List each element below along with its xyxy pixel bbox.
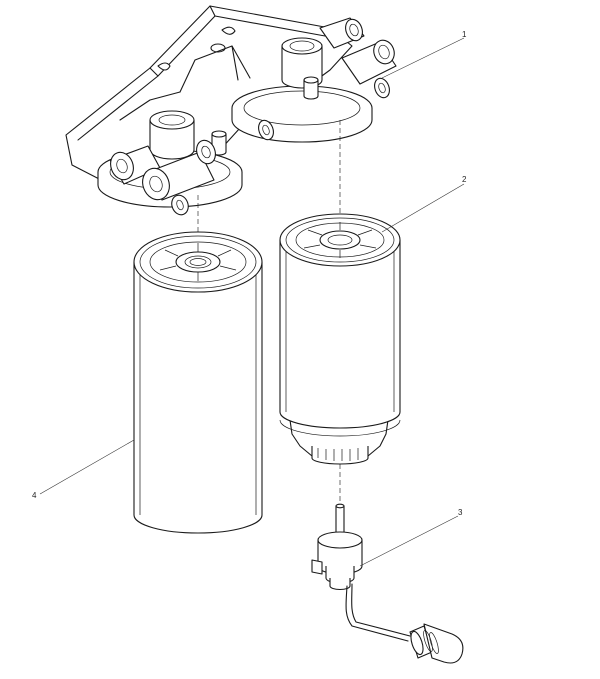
- callout-2: 2: [462, 175, 467, 184]
- leader-line-3: [359, 515, 459, 567]
- callout-4: 4: [32, 491, 37, 500]
- callout-3: 3: [458, 508, 463, 517]
- leader-line-2: [381, 183, 465, 233]
- fuel-water-separator-filter-icon: [279, 213, 401, 465]
- leader-lines: [39, 37, 465, 567]
- leader-line-4: [39, 439, 135, 495]
- leader-line-1: [381, 37, 465, 79]
- spin-on-fuel-filter-icon: [133, 231, 263, 534]
- water-in-fuel-sensor-icon: [311, 503, 464, 664]
- filter-head-bracket-icon: [65, 5, 397, 216]
- callout-1: 1: [462, 30, 467, 39]
